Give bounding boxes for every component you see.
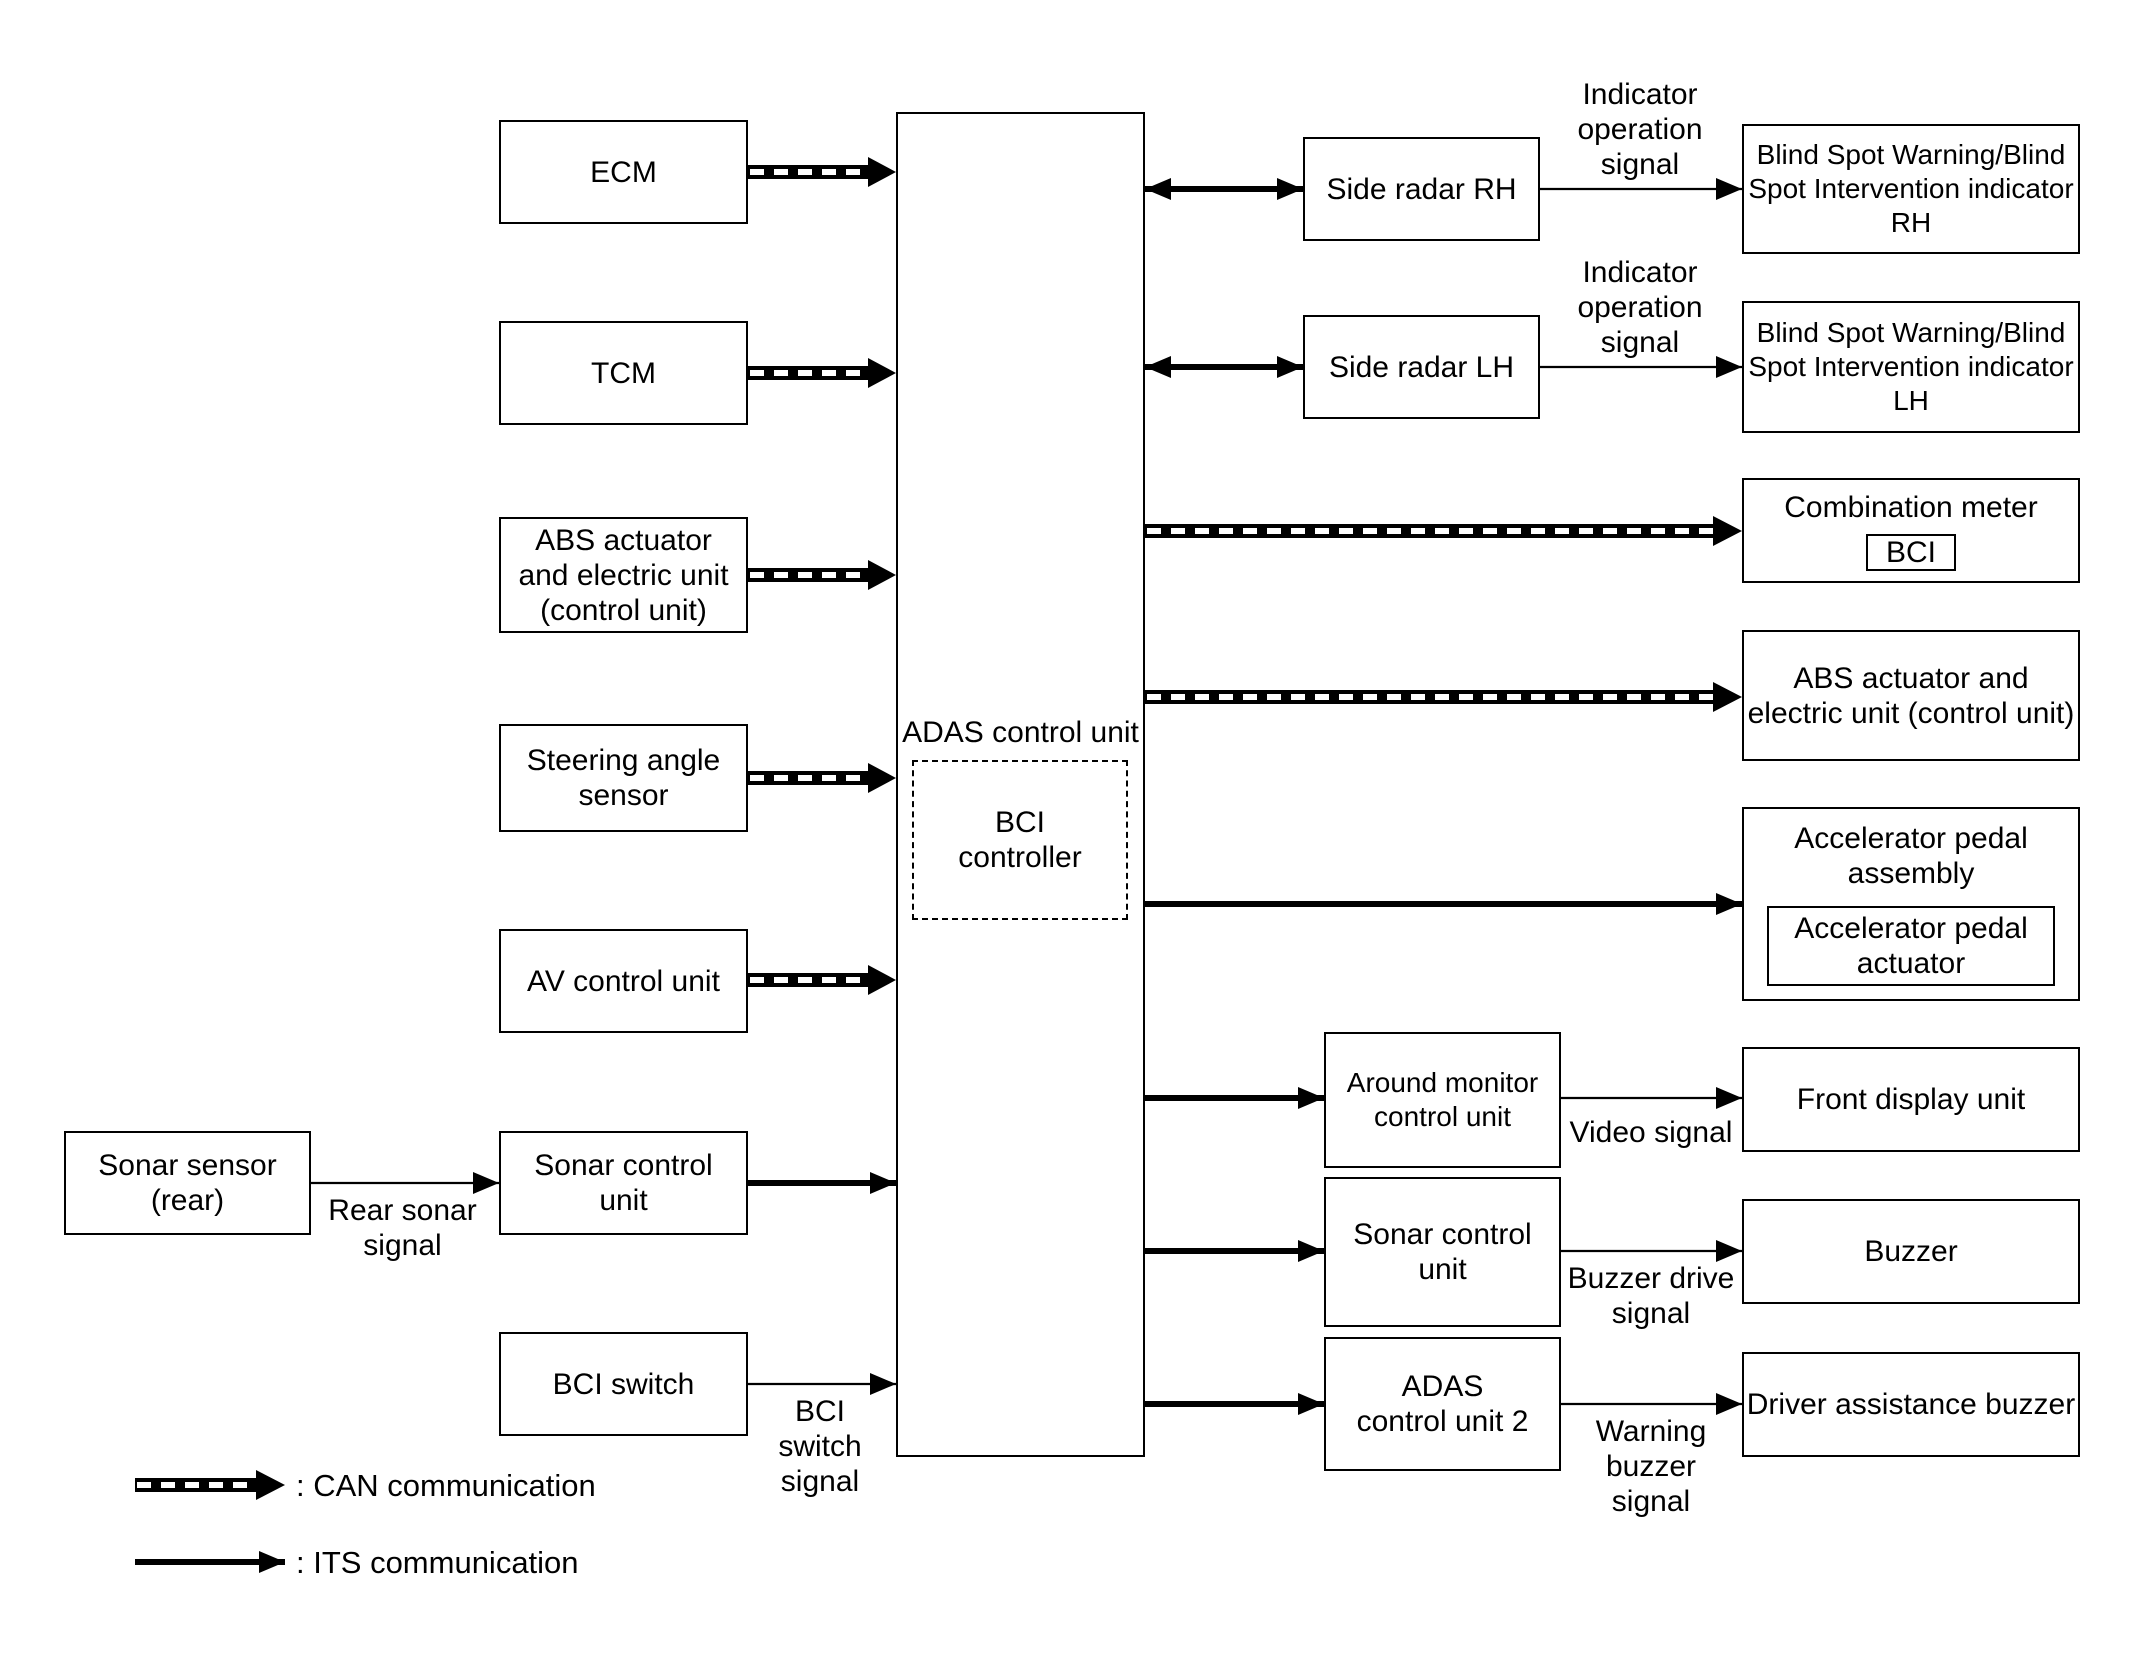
bci-switch-signal-label: BCI switch signal <box>778 1394 862 1498</box>
can-link-abs-out <box>1145 682 1742 712</box>
av-control-unit-box: AV control unit <box>499 929 748 1033</box>
adas-control-unit-label: ADAS control unit <box>902 715 1139 749</box>
bci-controller-box: BCI controller <box>912 760 1128 920</box>
buzzer-box: Buzzer <box>1742 1199 2080 1304</box>
combination-meter-bci-box: BCI <box>1866 534 1956 571</box>
adas-control-unit-2-box: ADAS control unit 2 <box>1324 1337 1561 1471</box>
legend-its-label: : ITS communication <box>296 1545 579 1580</box>
can-link-steering <box>748 763 896 793</box>
bci-switch-box: BCI switch <box>499 1332 748 1436</box>
indicator-signal-label-lh: Indicator operation signal <box>1577 255 1703 359</box>
tcm-box: TCM <box>499 321 748 425</box>
accelerator-pedal-assembly-label: Accelerator pedal assembly <box>1794 822 2028 890</box>
abs-output-box: ABS actuator and electric unit (control … <box>1742 630 2080 761</box>
steering-angle-sensor-box: Steering angle sensor <box>499 724 748 832</box>
legend-can-label: : CAN communication <box>296 1468 596 1503</box>
abs-input-box: ABS actuator and electric unit (control … <box>499 517 748 633</box>
driver-assistance-buzzer-box: Driver assistance buzzer <box>1742 1352 2080 1457</box>
can-link-av <box>748 965 896 995</box>
rear-sonar-signal-label: Rear sonar signal <box>328 1194 477 1262</box>
can-link-abs <box>748 560 896 590</box>
front-display-unit-box: Front display unit <box>1742 1047 2080 1152</box>
buzzer-drive-signal-label: Buzzer drive signal <box>1567 1262 1735 1330</box>
can-link-ecm <box>748 157 896 187</box>
side-radar-rh-box: Side radar RH <box>1303 137 1540 241</box>
bsw-indicator-lh-box: Blind Spot Warning/Blind Spot Interventi… <box>1742 301 2080 433</box>
accelerator-pedal-actuator-box: Accelerator pedal actuator <box>1767 906 2055 986</box>
combination-meter-label: Combination meter <box>1784 490 2038 524</box>
adas-control-unit-box <box>896 112 1145 1457</box>
ecm-box: ECM <box>499 120 748 224</box>
sonar-sensor-rear-box: Sonar sensor (rear) <box>64 1131 311 1235</box>
can-link-combination-meter <box>1145 516 1742 546</box>
warning-buzzer-signal-label: Warning buzzer signal <box>1595 1414 1707 1518</box>
indicator-signal-label-rh: Indicator operation signal <box>1577 77 1703 181</box>
side-radar-lh-box: Side radar LH <box>1303 315 1540 419</box>
can-link-tcm <box>748 358 896 388</box>
legend-can-arrow <box>135 1470 285 1500</box>
sonar-control-unit-box: Sonar control unit <box>499 1131 748 1235</box>
bsw-indicator-rh-box: Blind Spot Warning/Blind Spot Interventi… <box>1742 124 2080 254</box>
sonar-control-unit-right-box: Sonar control unit <box>1324 1177 1561 1327</box>
around-monitor-control-unit-box: Around monitor control unit <box>1324 1032 1561 1168</box>
video-signal-label: Video signal <box>1569 1115 1733 1149</box>
